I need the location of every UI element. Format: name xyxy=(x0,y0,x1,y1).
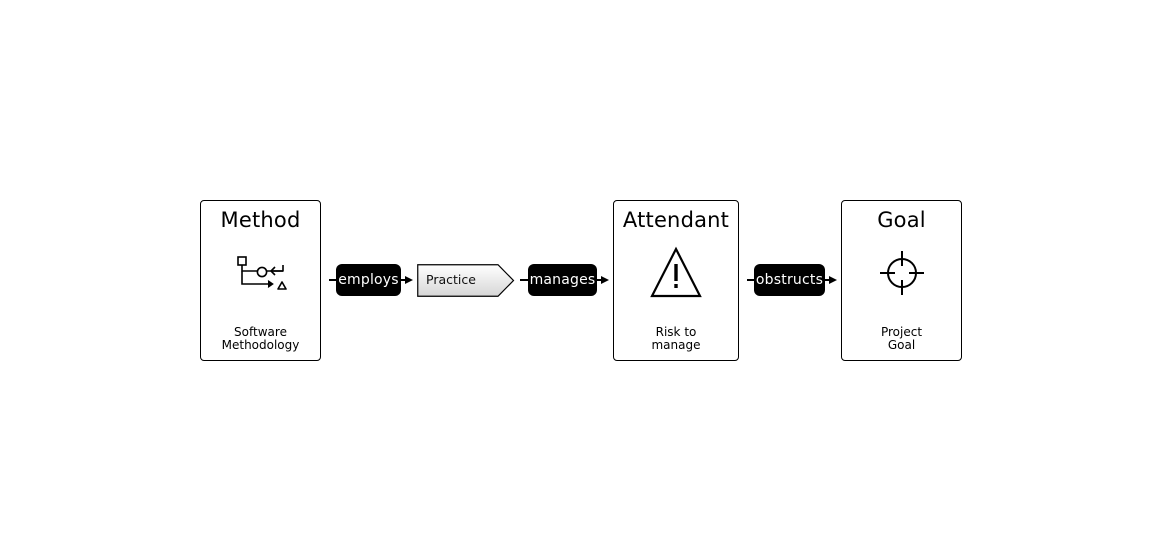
edge-label-manages: manages xyxy=(528,264,597,296)
method-node: Method Software Methodology xyxy=(200,200,321,361)
warning-icon xyxy=(614,246,738,298)
goal-subtitle: Project Goal xyxy=(880,325,923,352)
arrowhead-employs xyxy=(405,275,413,284)
crosshair-target-icon xyxy=(842,249,961,297)
method-title: Method xyxy=(220,208,301,232)
practice-node: Practice xyxy=(417,264,515,297)
goal-title: Goal xyxy=(877,208,926,232)
process-flow-icon xyxy=(201,255,320,293)
attendant-subtitle: Risk to manage xyxy=(651,325,701,352)
attendant-title: Attendant xyxy=(622,208,730,232)
arrowhead-manages xyxy=(601,275,609,284)
practice-label: Practice xyxy=(426,272,476,287)
attendant-node: Attendant Risk to manage xyxy=(613,200,739,361)
arrowhead-obstructs xyxy=(829,275,837,284)
goal-node: Goal Project Goal xyxy=(841,200,962,361)
edge-label-employs: employs xyxy=(336,264,401,296)
edge-label-obstructs: obstructs xyxy=(754,264,825,296)
method-subtitle: Software Methodology xyxy=(221,325,300,352)
